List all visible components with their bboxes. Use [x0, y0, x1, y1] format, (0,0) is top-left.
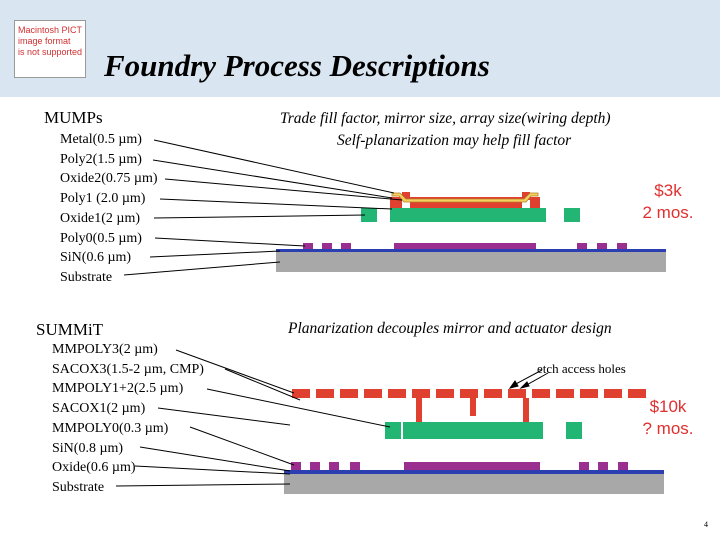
mumps-poly0-pads [303, 243, 627, 249]
summit-heading: SUMMiT [36, 320, 104, 339]
mumps-note-line-2: Self-planarization may help fill factor [337, 132, 572, 149]
summit-layer-sacox3: SACOX3(1.5-2 µm, CMP) [52, 361, 204, 377]
summit-mmpoly12-blocks [385, 422, 582, 439]
page-number: 4 [704, 520, 708, 529]
summit-oxide-layer [284, 470, 664, 474]
pict-line-3: is not supported [18, 47, 83, 57]
summit-layer-mmpoly0: MMPOLY0(0.3 µm) [52, 420, 169, 436]
mumps-cost-price: $3k [654, 181, 682, 200]
summit-layer-list: MMPOLY3(2 µm) SACOX3(1.5-2 µm, CMP) MMPO… [52, 340, 204, 498]
mumps-layer-poly0: Poly0(0.5 µm) [60, 230, 142, 246]
summit-leader-lines [115, 349, 391, 487]
title-bar [0, 0, 720, 97]
mumps-layer-list: Metal(0.5 µm) Poly2(1.5 µm) Oxide2(0.75 … [60, 130, 158, 288]
summit-cost-time: ? mos. [642, 419, 694, 438]
mumps-substrate [276, 252, 666, 272]
mumps-sin-layer [276, 249, 666, 252]
summit-layer-sin: SiN(0.8 µm) [52, 440, 124, 456]
mumps-cost: $3k 2 mos. [628, 180, 708, 224]
mumps-cost-time: 2 mos. [642, 203, 694, 222]
etch-access-arrows [508, 369, 549, 389]
mumps-leader-lines [123, 139, 403, 276]
mumps-layer-substrate: Substrate [60, 269, 113, 285]
summit-layer-sacox1: SACOX1(2 µm) [52, 401, 146, 417]
pict-line-1: Macintosh PICT [18, 25, 83, 35]
summit-layer-mmpoly12: MMPOLY1+2(2.5 µm) [52, 381, 184, 397]
summit-layer-oxide: Oxide(0.6 µm) [52, 460, 136, 476]
pict-line-2: image format [18, 36, 71, 46]
summit-substrate [284, 474, 664, 494]
mumps-metal-layer [391, 192, 539, 203]
summit-note: Planarization decouples mirror and actua… [288, 320, 612, 337]
summit-cost: $10k ? mos. [628, 396, 708, 440]
mumps-note-line-1: Trade fill factor, mirror size, array si… [280, 110, 611, 127]
mumps-layer-oxide2: Oxide2(0.75 µm) [60, 171, 158, 187]
summit-cost-price: $10k [649, 397, 687, 416]
mumps-heading: MUMPs [44, 108, 103, 127]
pict-placeholder: Macintosh PICT image format is not suppo… [14, 20, 86, 78]
mumps-layer-oxide1: Oxide1(2 µm) [60, 210, 140, 226]
mumps-layer-sin: SiN(0.6 µm) [60, 250, 132, 266]
mumps-layer-metal: Metal(0.5 µm) [60, 132, 142, 147]
mumps-cross-section [276, 192, 666, 272]
summit-mmpoly3-mirror [292, 389, 646, 422]
summit-cross-section [284, 389, 664, 494]
summit-layer-substrate: Substrate [52, 479, 105, 495]
etch-access-label: etch access holes [537, 361, 626, 376]
mumps-layer-poly2: Poly2(1.5 µm) [60, 151, 142, 167]
summit-layer-mmpoly3: MMPOLY3(2 µm) [52, 342, 158, 357]
summit-mmpoly0-pads [291, 462, 628, 470]
page-title: Foundry Process Descriptions [104, 48, 490, 83]
mumps-poly1-blocks [361, 208, 580, 222]
mumps-layer-poly1: Poly1 (2.0 µm) [60, 191, 146, 207]
